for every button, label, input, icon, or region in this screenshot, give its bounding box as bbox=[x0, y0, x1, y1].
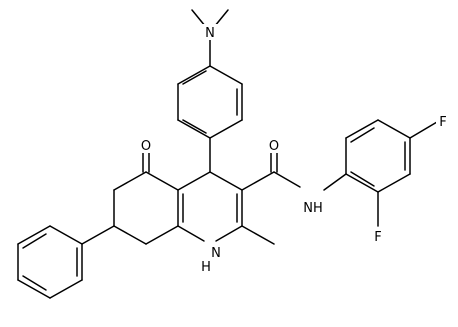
bond-carbonyl-n bbox=[273, 171, 301, 188]
atom-label-n-dimethyl: N bbox=[205, 26, 215, 41]
atom-label-ketone-o: O bbox=[141, 139, 151, 154]
bond-c3-carbonyl bbox=[241, 171, 275, 191]
atom-label-f-ortho: F bbox=[374, 230, 381, 245]
atom-label-f-para: F bbox=[439, 115, 446, 130]
cyclohexenone-ring bbox=[113, 171, 179, 245]
difluorophenyl-ring bbox=[345, 119, 411, 193]
bond-methyl bbox=[241, 225, 275, 245]
phenyl-ring bbox=[17, 225, 83, 299]
bond-f-para bbox=[409, 121, 438, 139]
atom-label-ring-h: H bbox=[201, 260, 211, 275]
atom-label-amide-nh: NH bbox=[303, 201, 323, 216]
dimethylaminophenyl-ring bbox=[177, 65, 243, 139]
atom-label-ring-n: N bbox=[211, 246, 221, 261]
dihydropyridine-ring bbox=[177, 171, 243, 242]
atom-label-amide-o: O bbox=[269, 139, 279, 154]
bond-c7-phenyl bbox=[81, 225, 115, 245]
bond-n-aryl2 bbox=[323, 173, 347, 191]
